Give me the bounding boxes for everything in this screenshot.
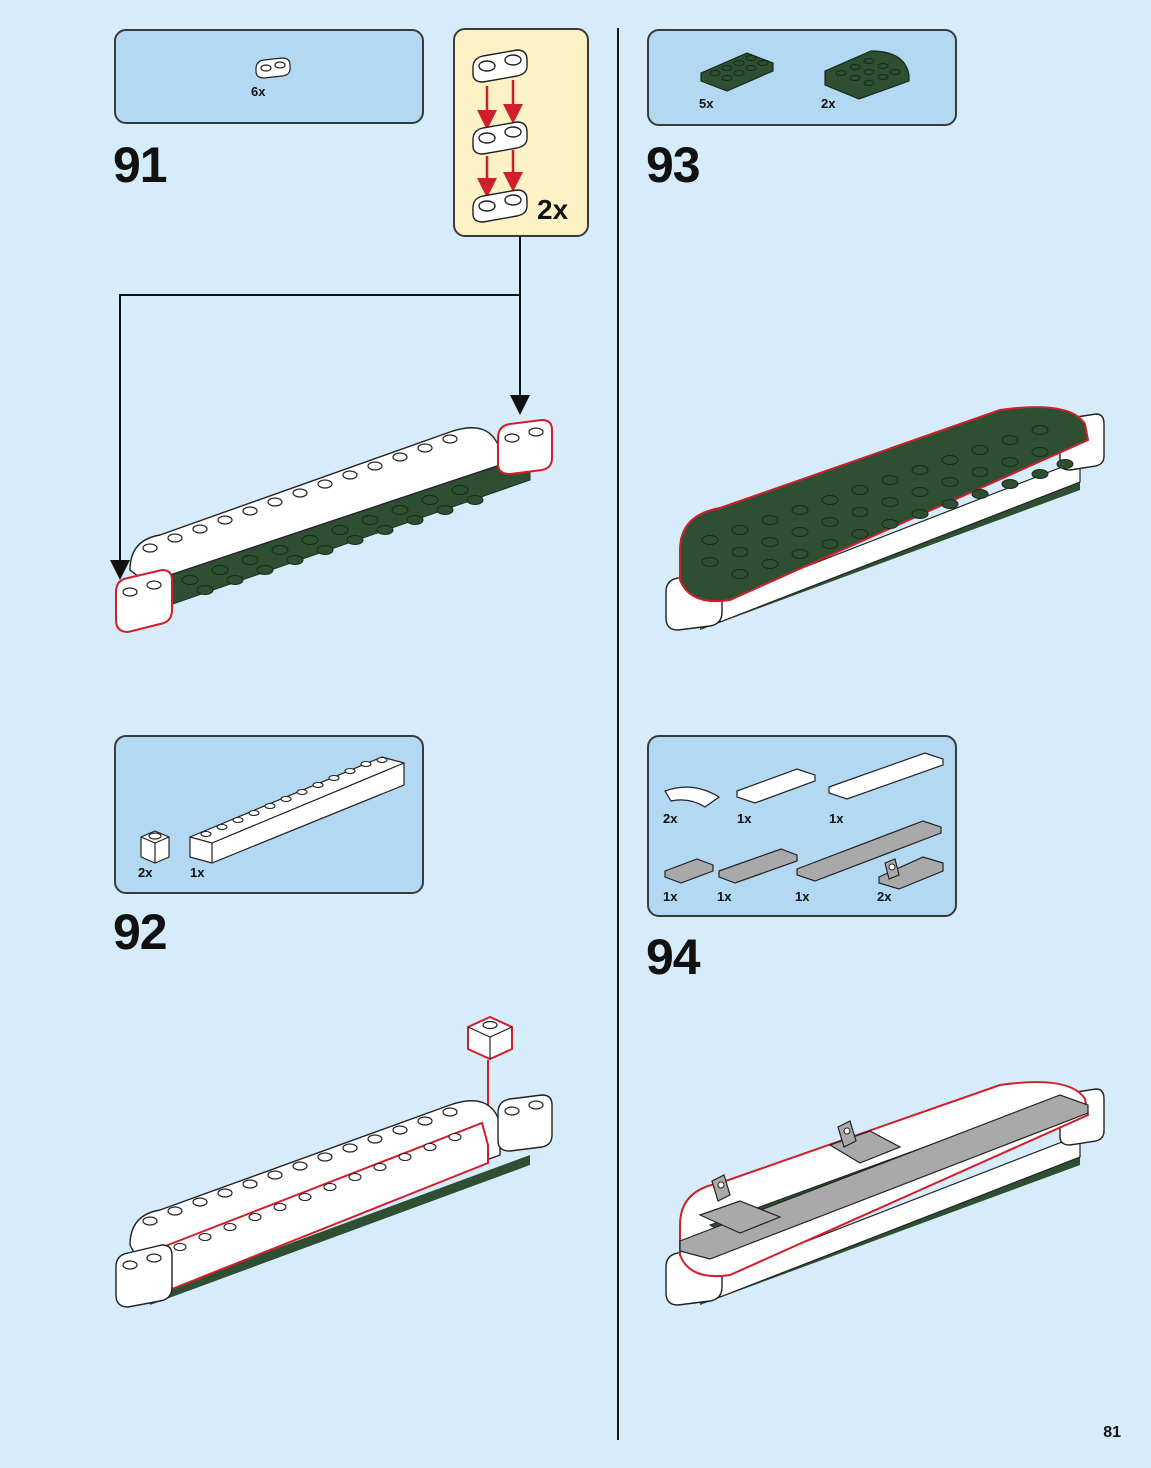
step-94-part-qty-2: 1x (737, 811, 752, 826)
step-91-parts-box: 6x (114, 29, 424, 124)
step-94-part-qty-4: 1x (663, 889, 678, 904)
step-91-sub-assembly-box: 2x (453, 28, 589, 237)
sub-assembly-multiplier: 2x (537, 194, 569, 225)
step-92-part-qty-2: 1x (190, 865, 205, 880)
grey-tile-1x8-icon (796, 820, 942, 882)
column-divider (617, 28, 619, 1440)
grey-clip-plate-icon (878, 856, 944, 890)
step-94-number: 94 (646, 929, 701, 985)
white-tile-1x4-icon (736, 768, 816, 804)
step-94-part-qty-3: 1x (829, 811, 844, 826)
step-91-part-qty: 6x (251, 84, 266, 99)
step-93-part-qty-1: 5x (699, 96, 714, 111)
step-92-part-qty-1: 2x (138, 865, 153, 880)
step-94-model-illustration (665, 1081, 1105, 1306)
step-93-parts-box: 5x 2x (647, 29, 957, 126)
white-brick-1x1-icon (140, 830, 170, 864)
sub-assembly-stack-icon (472, 49, 528, 223)
green-plate-2x4-icon (700, 52, 774, 92)
grey-tile-1x2-icon (664, 858, 714, 884)
white-tile-1x8-icon (828, 752, 944, 800)
step-94-part-qty-6: 1x (795, 889, 810, 904)
step-94-part-qty-1: 2x (663, 811, 678, 826)
white-curved-tile-icon (664, 786, 721, 808)
white-brick-1x12-icon (189, 756, 405, 864)
step-92-parts-box: 2x 1x (114, 735, 424, 894)
step-92-model-illustration (115, 1015, 553, 1308)
step-94-part-qty-5: 1x (717, 889, 732, 904)
step-92-number: 92 (113, 904, 168, 960)
step-91-number: 91 (113, 137, 168, 193)
step-93-model-illustration (665, 406, 1105, 631)
step-94-parts-box: 2x 1x 1x 1x 1x 1x 2x (647, 735, 957, 917)
step-93-part-qty-2: 2x (821, 96, 836, 111)
white-plate-1x2-rounded-icon (255, 57, 291, 79)
step-93-number: 93 (646, 137, 701, 193)
step-91-model-illustration (115, 418, 553, 634)
grey-tile-1x4-icon (718, 848, 798, 884)
step-94-part-qty-7: 2x (877, 889, 892, 904)
green-round-corner-plate-icon (824, 50, 910, 100)
page-number: 81 (1103, 1424, 1121, 1441)
